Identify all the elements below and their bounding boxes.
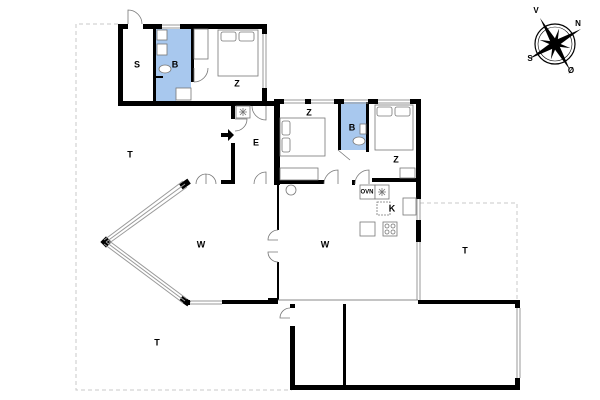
room-label-living-west: W — [197, 239, 206, 249]
compass-south: S — [527, 54, 533, 63]
room-label-bedroom-mid: Z — [306, 107, 312, 117]
room-label-bedroom-north: Z — [234, 78, 240, 88]
bath-north-fixtures — [156, 29, 192, 101]
bed-north — [193, 28, 259, 77]
oven-label: OVN — [360, 190, 373, 196]
compass-north: N — [575, 19, 581, 28]
room-label-terrace-sw: T — [154, 337, 160, 347]
kitchen-fixtures — [285, 184, 417, 237]
terrace-outlines — [75, 23, 518, 391]
window-walls — [103, 24, 521, 378]
room-label-terrace-east: T — [462, 245, 468, 255]
ventilation-icons — [235, 105, 386, 196]
doors — [127, 9, 370, 319]
room-label-bedroom-east: Z — [393, 154, 399, 164]
compass-west: V — [533, 6, 539, 15]
room-label-kitchen: K — [389, 203, 396, 213]
bed-east — [374, 104, 416, 179]
room-label-terrace-nw: T — [127, 149, 133, 159]
bath-mid-fixtures — [352, 123, 367, 146]
compass-rose-icon: V N S Ø — [527, 6, 581, 75]
compass-east: Ø — [568, 66, 574, 75]
walls — [100, 24, 520, 390]
entrance-arrow-icon — [221, 129, 234, 141]
room-label-entrance: E — [253, 137, 259, 147]
bed-mid — [279, 117, 326, 181]
room-label-living-center: W — [321, 239, 330, 249]
room-label-bath-north: B — [172, 59, 179, 69]
room-label-storage: S — [134, 59, 140, 69]
room-label-bath-mid: B — [349, 122, 356, 132]
